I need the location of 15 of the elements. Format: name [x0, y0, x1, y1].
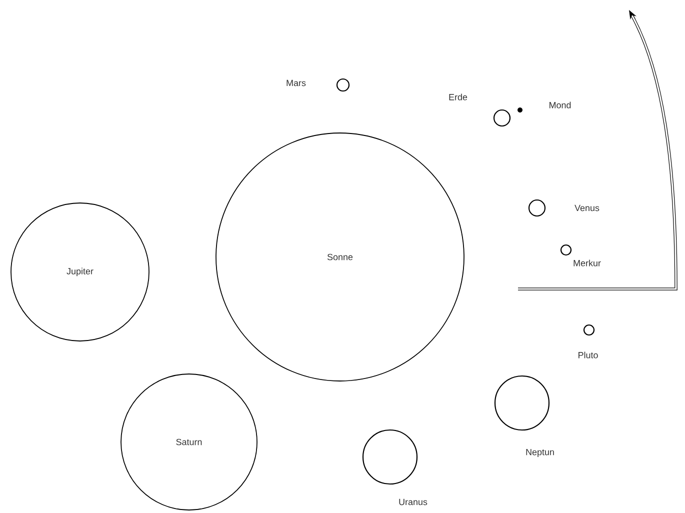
planet-label: Uranus [399, 498, 428, 506]
planet-label: Pluto [578, 352, 598, 358]
planet-circle [560, 244, 572, 256]
planet-label: Merkur [574, 260, 601, 266]
planet-label: Neptun [526, 448, 554, 457]
planet-label: Erde [449, 94, 468, 100]
planet-circle [494, 375, 550, 431]
planet-circle [583, 324, 595, 336]
planet-circle [493, 109, 511, 127]
planet-label: Venus [574, 204, 600, 212]
planet-circle [336, 78, 350, 92]
planet-label: Mond [550, 102, 571, 108]
planet-label: Mars [286, 80, 306, 86]
planet-circle [362, 429, 418, 485]
planet-circle [528, 199, 546, 217]
